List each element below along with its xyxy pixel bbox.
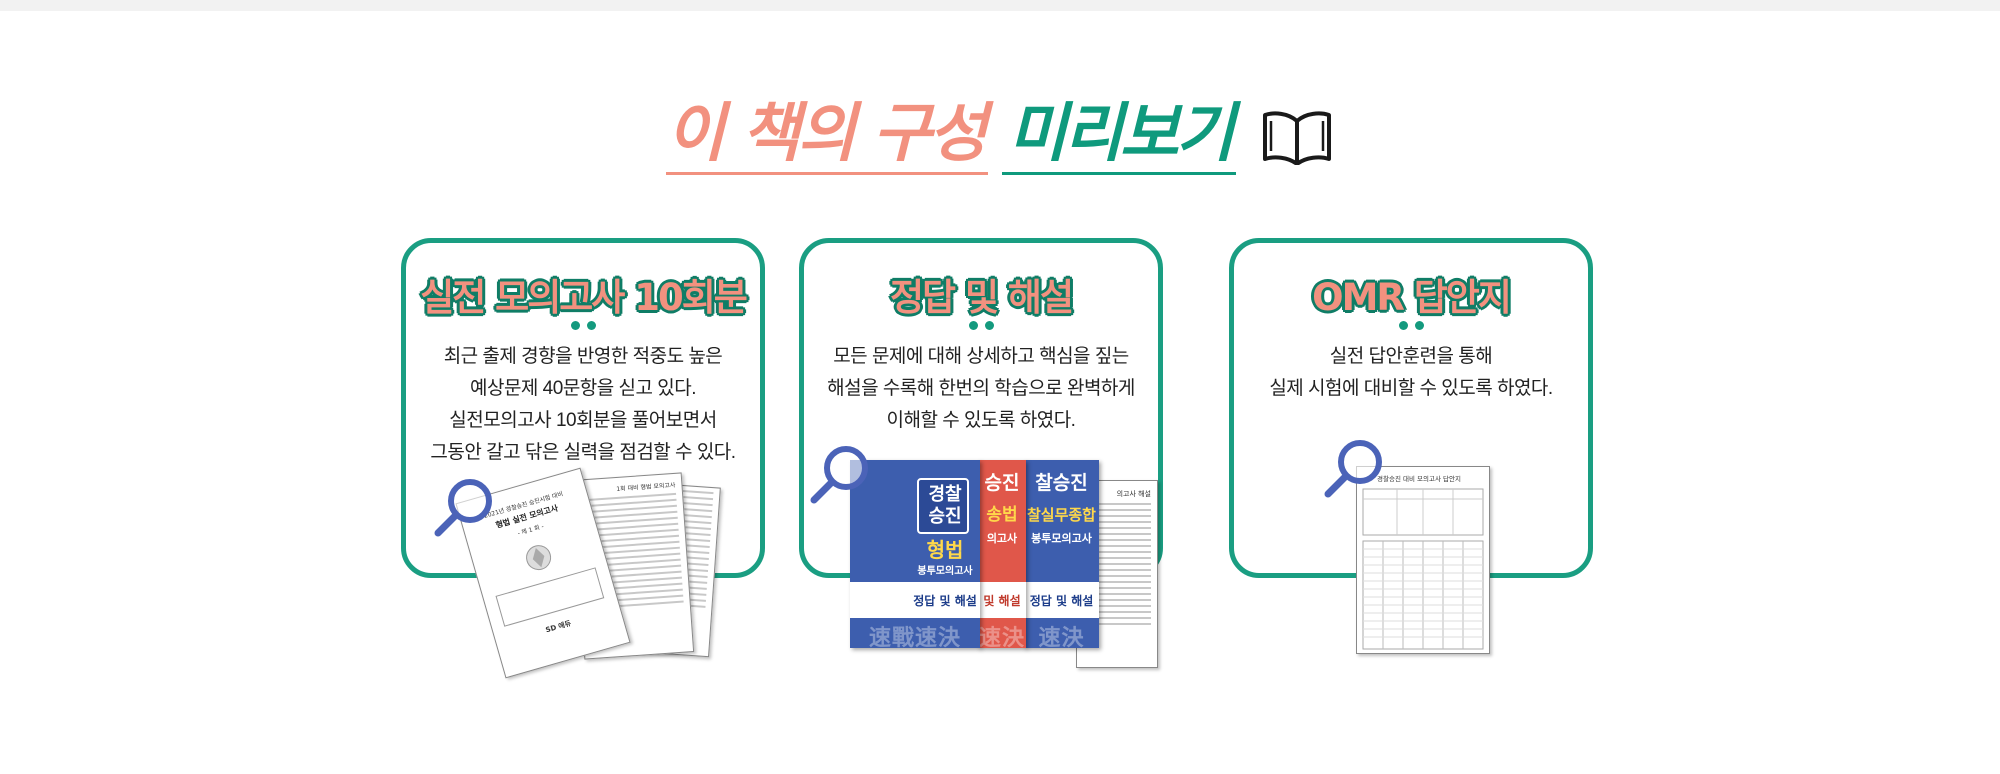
section-headline: 이 책의 구성 미리보기 — [0, 96, 2000, 175]
book-title: 찰실무종합 — [1026, 506, 1096, 524]
desc-line: 이해할 수 있도록 하였다. — [886, 410, 1076, 431]
book-watermark: 速決 — [1038, 626, 1085, 651]
book-top: 승진 — [984, 472, 1020, 494]
headline-part2: 미리보기 — [1002, 96, 1236, 175]
magnifier-icon — [1324, 440, 1382, 498]
book-practical: 찰승진 찰실무종합 봉투모의고사 정답 및 해설 速決 — [1024, 460, 1099, 651]
desc-line: 최근 출제 경향을 반영한 적중도 높은 — [443, 346, 723, 367]
book-band-text: 정답 및 해설 — [1029, 594, 1094, 608]
omr-sheet: 경찰승진 대비 모의고사 답안지 — [1356, 466, 1490, 654]
open-book-icon — [1262, 111, 1331, 165]
police-emblem-icon — [526, 545, 552, 571]
desc-line: 실전 답안훈련을 통해 — [1329, 346, 1493, 367]
book-criminal-law: 경찰 승진 형법 봉투모의고사 정답 및 해설 速戰速決 — [850, 460, 980, 651]
top-strip — [0, 0, 2000, 11]
book-band — [978, 582, 1026, 618]
book-sub: 봉투모의고사 — [917, 566, 973, 577]
card-dots — [1234, 321, 1588, 330]
magnifier-icon — [434, 479, 492, 537]
book-band — [850, 582, 980, 618]
card-description: 최근 출제 경향을 반영한 적중도 높은 예상문제 40문항을 싣고 있다. 실… — [406, 341, 760, 469]
book-watermark: 速戰速決 — [868, 626, 961, 651]
book-band-text: 및 해설 — [983, 594, 1021, 608]
book-title: 송법 — [986, 505, 1018, 525]
book-badge — [917, 478, 969, 534]
book-top: 경찰 — [928, 484, 962, 505]
book-band — [1024, 582, 1099, 618]
card-description: 실전 답안훈련을 통해 실제 시험에 대비할 수 있도록 하였다. — [1234, 341, 1588, 405]
answer-page-title: 의고사 해설 — [1116, 490, 1151, 498]
book-title: 형법 — [926, 538, 964, 562]
book-top2: 승진 — [928, 506, 962, 527]
desc-line: 예상문제 40문항을 싣고 있다. — [469, 378, 697, 399]
book-procedure: 승진 송법 의고사 및 해설 速決 — [978, 460, 1026, 651]
book-top: 찰승진 — [1035, 472, 1088, 494]
book-sub: 의고사 — [986, 532, 1018, 545]
desc-line: 실제 시험에 대비할 수 있도록 하였다. — [1269, 378, 1553, 399]
desc-line: 모든 문제에 대해 상세하고 핵심을 짚는 — [833, 346, 1129, 367]
omr-title: 경찰승진 대비 모의고사 답안지 — [1377, 475, 1461, 483]
card-dots — [406, 321, 760, 330]
book-watermark: 速決 — [978, 626, 1025, 651]
omr-grid — [1362, 488, 1484, 650]
headline-part1: 이 책의 구성 — [666, 96, 989, 175]
exam-cover-page: 2021년 경찰승진 승진시험 대비 형법 실전 모의고사 - 제 1 회 - … — [455, 467, 631, 679]
card-title: OMR 답안지 — [1312, 276, 1512, 319]
desc-line: 그동안 갈고 닦은 실력을 점검할 수 있다. — [430, 442, 736, 463]
card-title: 실전 모의고사 10회분 — [420, 276, 748, 319]
book-band-text: 정답 및 해설 — [913, 594, 977, 608]
card-dots — [804, 321, 1158, 330]
book-sub: 봉투모의고사 — [1031, 532, 1092, 545]
card-title: 정답 및 해설 — [890, 276, 1074, 319]
desc-line: 실전모의고사 10회분을 풀어보면서 — [449, 410, 717, 431]
card-description: 모든 문제에 대해 상세하고 핵심을 짚는 해설을 수록해 한번의 학습으로 완… — [804, 341, 1158, 437]
magnifier-icon — [810, 446, 868, 504]
desc-line: 해설을 수록해 한번의 학습으로 완벽하게 — [827, 378, 1135, 399]
